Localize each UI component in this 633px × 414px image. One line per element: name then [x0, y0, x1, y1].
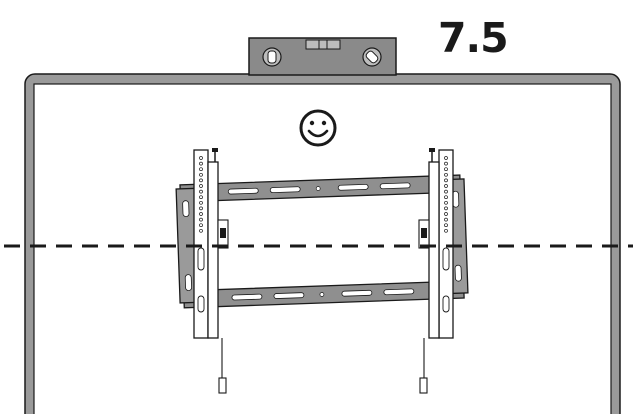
tv-screen [24, 73, 621, 414]
bracket-hole [199, 189, 203, 194]
bracket-hole [199, 212, 203, 216]
bubble-level-icon [248, 37, 397, 76]
bracket-hole [444, 184, 448, 188]
bracket-hole [199, 178, 203, 183]
bracket-hole [444, 223, 448, 228]
bracket-hole [199, 206, 203, 211]
bracket-hole [199, 172, 203, 177]
bracket-hole [199, 223, 203, 228]
bracket-hole [444, 161, 448, 166]
bracket-hole [444, 212, 448, 216]
smiley-face-icon [299, 109, 337, 147]
bracket-hole [444, 156, 448, 160]
step-number: 7.5 [438, 14, 509, 62]
bracket-hole [199, 217, 203, 222]
bracket-hole [444, 195, 448, 200]
bracket-hole [199, 200, 203, 205]
right-tv-bracket [418, 148, 454, 394]
bracket-hole [444, 228, 448, 233]
bracket-hole [199, 184, 203, 188]
bracket-hole [199, 161, 203, 166]
bracket-hole [444, 178, 448, 183]
bracket-hole [199, 228, 203, 233]
bracket-hole [199, 167, 203, 172]
bracket-hole [444, 167, 448, 172]
bracket-hole [199, 195, 203, 200]
bracket-hole [444, 200, 448, 205]
bracket-hole [199, 156, 203, 160]
bracket-hole [444, 217, 448, 222]
bracket-hole [444, 172, 448, 177]
left-tv-bracket [193, 148, 229, 394]
bracket-hole [444, 189, 448, 194]
bracket-hole [444, 206, 448, 211]
